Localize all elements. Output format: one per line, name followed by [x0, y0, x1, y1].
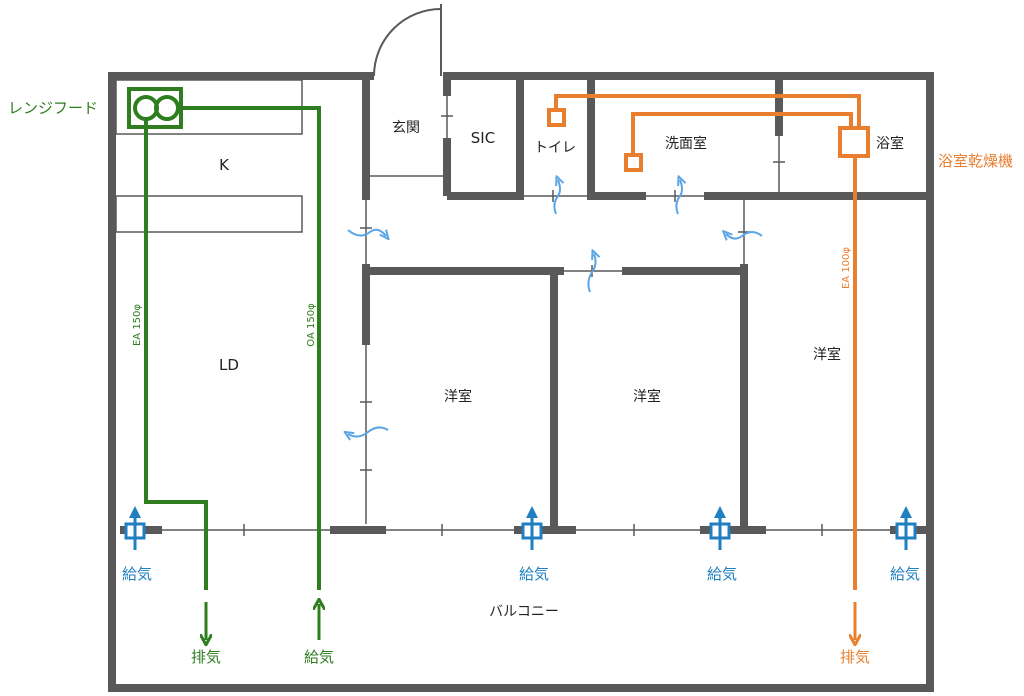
exhaust-right-label: 排気 [840, 648, 870, 666]
toilet-label: トイレ [534, 140, 576, 156]
supply-left-label: 給気 [304, 648, 334, 666]
air-flow-arrow [726, 232, 763, 239]
supply-vent-1-label: 給気 [122, 565, 152, 583]
supply-vent-2-label: 給気 [519, 565, 549, 583]
supply-vent-1 [124, 506, 146, 550]
exhaust-left-label: 排気 [191, 648, 221, 666]
sic-label: SIC [471, 129, 495, 147]
duct-ea100-label: EA 100φ [841, 247, 852, 289]
washroom-label: 洗面室 [665, 135, 707, 152]
supply-vent-2 [521, 506, 543, 550]
supply-vent-3 [709, 506, 731, 550]
duct-ea150-label: EA 150φ [132, 304, 143, 346]
thin-lines [115, 79, 890, 536]
range-hood-label: レンジフード [8, 99, 98, 117]
entrance-label: 玄関 [392, 119, 420, 136]
balcony-label: バルコニー [489, 604, 559, 620]
kitchen-exhaust-duct [127, 87, 321, 590]
western-room-1-label: 洋室 [444, 388, 472, 405]
air-flow-arrow [347, 228, 386, 236]
western-room-3-label: 洋室 [813, 346, 841, 363]
bath-dryer-label: 浴室乾燥機 [938, 152, 1013, 170]
air-flow-arrows [347, 180, 763, 437]
kitchen-label: K [219, 156, 230, 174]
supply-vent-4 [895, 506, 917, 550]
air-flow-arrow [587, 254, 595, 293]
interior-walls [120, 76, 926, 534]
supply-vent-4-label: 給気 [890, 565, 920, 583]
air-flow-arrow [553, 180, 560, 215]
air-flow-arrow [675, 180, 682, 215]
air-flow-arrow [348, 426, 389, 436]
supply-vent-3-label: 給気 [707, 565, 737, 583]
western-room-2-label: 洋室 [633, 388, 661, 405]
bathroom-label: 浴室 [876, 135, 904, 152]
ld-label: LD [219, 356, 239, 374]
bath-exhaust-duct [547, 94, 870, 590]
duct-oa150-label: OA 150φ [306, 303, 317, 347]
outer-walls [108, 72, 934, 692]
entrance-door [373, 4, 442, 77]
